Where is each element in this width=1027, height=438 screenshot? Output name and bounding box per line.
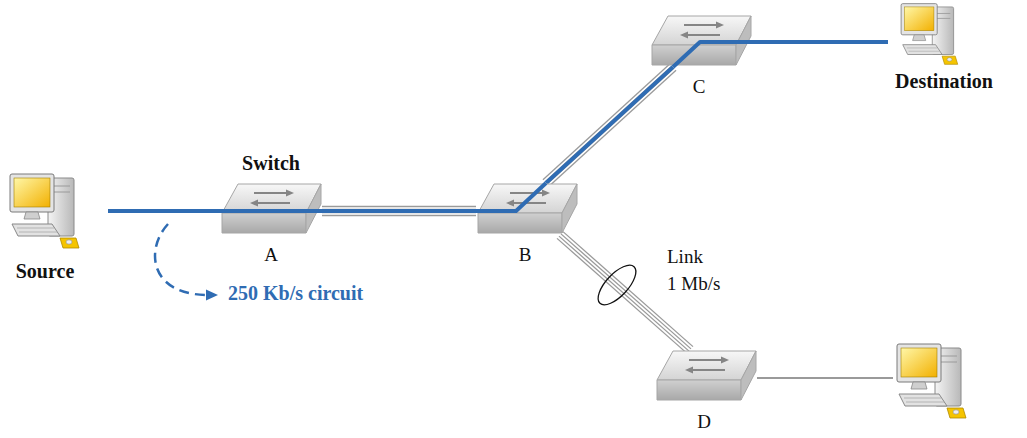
circuit-path [546, 67, 673, 183]
label-holder: Link [667, 246, 703, 268]
text-holder: Source [16, 260, 75, 283]
circuit-path [322, 209, 476, 213]
link-wire [322, 209, 476, 210]
rate-label: 1 Mb/s [667, 273, 720, 295]
switch-letter: B [519, 244, 532, 266]
bundle-ellipse [592, 259, 642, 311]
computer-icon [897, 344, 966, 418]
network-switch: D [655, 350, 757, 402]
callout-arrow [155, 224, 205, 295]
link-wire [322, 206, 476, 207]
switch-shape [478, 184, 577, 233]
switch-shape [657, 351, 756, 400]
text-holder: C [693, 76, 706, 98]
source-computer: Source [8, 172, 108, 250]
link-wire [322, 212, 476, 213]
text-holder: A [264, 244, 278, 266]
link-wire [549, 70, 676, 186]
destination-computer: Destination [888, 2, 968, 66]
computer-label: Destination [895, 70, 993, 93]
switch-icon [476, 183, 578, 235]
circuit-path [752, 40, 888, 44]
computer-label: Source [16, 260, 75, 283]
label-holder: 250 Kb/s circuit [228, 282, 363, 305]
circuit-path [673, 42, 752, 67]
circuit-path [108, 209, 220, 213]
link-connector [108, 211, 220, 212]
text-holder: B [519, 244, 532, 266]
circuit-path [476, 183, 546, 211]
computer-shape [901, 4, 958, 65]
access-link [757, 377, 893, 379]
circuit-path [220, 209, 322, 213]
computer-icon [8, 172, 108, 250]
callout-arrowhead [206, 290, 218, 301]
computer-shape [10, 174, 79, 248]
link-wire [543, 64, 670, 180]
link-connector [543, 64, 676, 187]
network-switch: C [650, 15, 752, 67]
text-holder: D [697, 411, 711, 433]
circuit-label: 250 Kb/s circuit [228, 282, 363, 305]
switch-letter: A [264, 244, 278, 266]
link-label: Link [667, 246, 703, 268]
switch-letter: D [697, 411, 711, 433]
text-holder: Switch [242, 152, 300, 175]
switch-icon [220, 183, 322, 235]
switch-caption: Switch [242, 152, 300, 175]
switch-shape [222, 184, 321, 233]
link-connector [752, 42, 888, 43]
label-holder: 1 Mb/s [667, 273, 720, 295]
network-switch: SwitchA [220, 183, 322, 235]
network-switch: B [476, 183, 578, 235]
switch-letter: C [693, 76, 706, 98]
text-holder: Destination [895, 70, 993, 93]
switch-icon [655, 350, 757, 402]
link-connector [322, 207, 476, 216]
switch-icon [650, 15, 752, 67]
link-wire [322, 215, 476, 216]
computer-icon [888, 2, 968, 66]
